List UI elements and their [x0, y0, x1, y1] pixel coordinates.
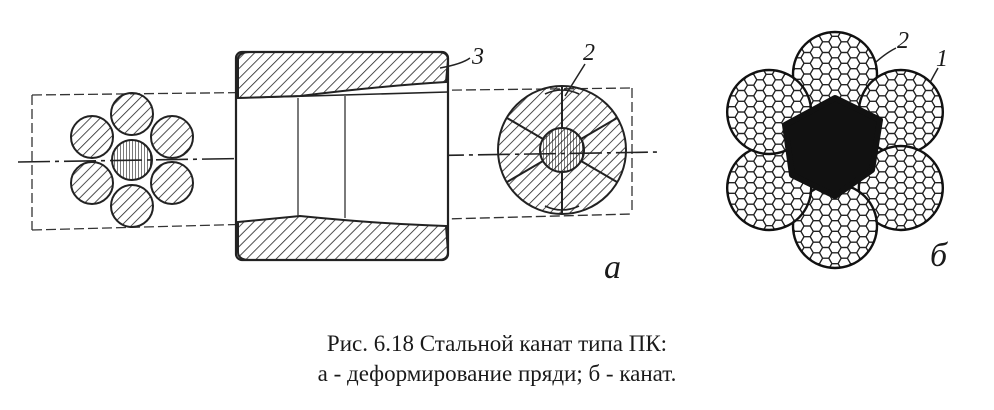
figure-drawing: 3 2 2 1 а б [17, 28, 949, 286]
label-part-2-left: 2 [583, 40, 595, 66]
rope-core [782, 95, 883, 199]
label-subfigure-b: б [930, 237, 949, 274]
label-part-3: 3 [471, 44, 484, 70]
figure-caption-legend: а - деформирование пряди; б - канат. [317, 361, 677, 386]
strand-cross-section-left [70, 92, 194, 228]
label-part-2-right: 2 [897, 28, 909, 54]
sleeve [234, 50, 450, 262]
rope-cross-section [725, 30, 945, 270]
figure-caption-title: Рис. 6.18 Стальной канат типа ПК: [326, 331, 668, 356]
label-subfigure-a: а [604, 249, 621, 286]
label-part-1: 1 [936, 46, 948, 72]
strand-cross-section-deformed [497, 85, 627, 215]
